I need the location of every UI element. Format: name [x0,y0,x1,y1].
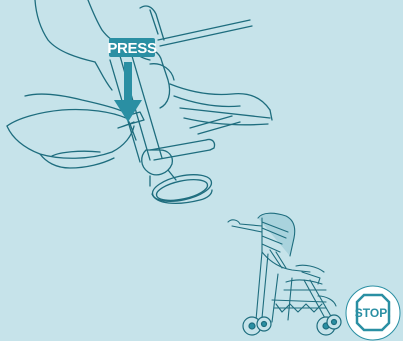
stop-label: STOP! [355,306,391,320]
stroller-icon [228,213,336,322]
press-label: PRESS [107,40,157,57]
press-indicator: PRESS [107,38,157,122]
stroller-wheels [243,315,341,335]
stop-sign-icon: STOP! [346,286,400,340]
